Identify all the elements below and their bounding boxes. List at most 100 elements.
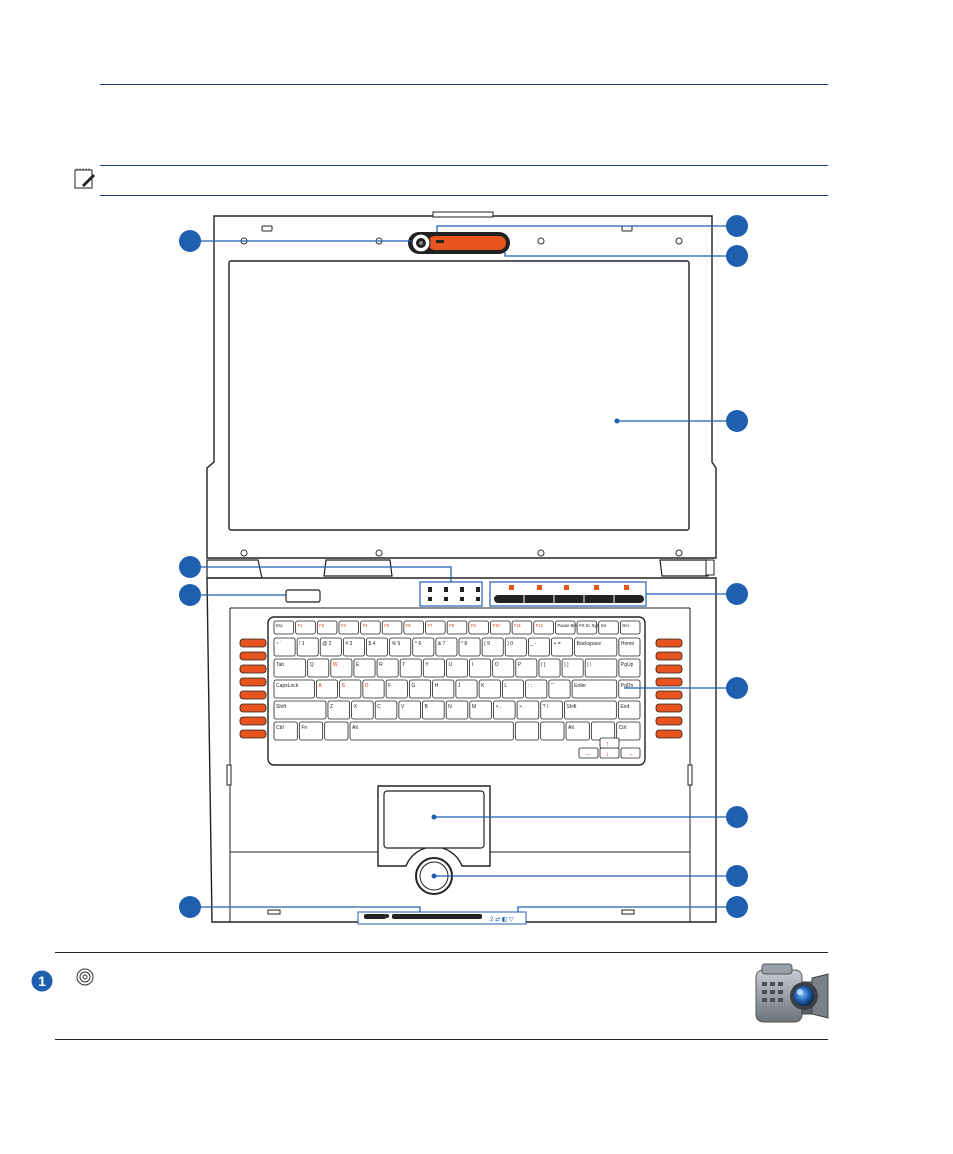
keyboard-key [511, 620, 533, 635]
instant-keys [489, 581, 647, 607]
keyboard-key [315, 679, 339, 699]
item-bottom-rule [55, 1039, 828, 1040]
keyboard-key-label: Del [622, 623, 628, 628]
keyboard-key [574, 637, 618, 657]
keyboard-key-label: Alt [352, 725, 358, 731]
keyboard-key-label: S [342, 683, 346, 689]
keyboard-key [408, 679, 432, 699]
keyboard-key [360, 620, 381, 635]
callout-marker [726, 896, 748, 918]
keyboard-key-label: CapsLock [276, 683, 299, 689]
keyboard-key-label: End [620, 704, 629, 710]
keyboard-key-label: F8 [449, 623, 455, 628]
keyboard-key-label: # 3 [345, 641, 352, 647]
keyboard-key [571, 679, 618, 699]
keyboard-key-label: Enter [574, 683, 586, 689]
callout-marker [726, 865, 748, 887]
keyboard-key-label: N [448, 704, 452, 710]
keyboard-key [330, 658, 353, 678]
keyboard-key [349, 721, 514, 741]
keyboard-key [389, 637, 412, 657]
keyboard-key-label: Fn [301, 725, 307, 731]
arrow-key-glyph: ↑ [606, 741, 610, 748]
keyboard-key [617, 700, 641, 720]
keyboard-key-label: E [356, 662, 360, 668]
keyboard-key [492, 658, 515, 678]
keyboard-key-label: % 5 [392, 641, 401, 647]
keyboard-key-label: F4 [363, 623, 369, 628]
callout-marker [179, 896, 201, 918]
keyboard-key [435, 637, 458, 657]
arrow-key [620, 747, 641, 759]
keyboard-key [324, 721, 349, 741]
keyboard-key-label: ) 0 [507, 641, 513, 647]
keyboard-key [446, 658, 468, 678]
keyboard-key-label: Ins [601, 623, 607, 628]
keyboard-key-label: & 7 [438, 641, 446, 647]
keyboard-key-label: + = [554, 641, 561, 647]
keyboard-key [295, 620, 316, 635]
keyboard-key [273, 620, 295, 635]
keyboard-key-label: Home [621, 641, 635, 647]
keyboard-key-label: Tab [276, 662, 284, 668]
item-number: 1 [38, 973, 46, 989]
keyboard-key-label: F10 [492, 623, 500, 628]
camera-module [408, 232, 510, 254]
lid-latch-left [261, 225, 273, 232]
keyboard-key-label: W [333, 662, 338, 668]
camcorder-icon [755, 963, 829, 1023]
callout-marker [726, 215, 748, 237]
keyboard-key [616, 721, 641, 741]
status-indicators [419, 581, 483, 607]
keyboard-key-label: Shift [566, 704, 577, 710]
keyboard-key [338, 620, 359, 635]
keyboard-key-label: V [401, 704, 405, 710]
keyboard-key [385, 679, 408, 699]
keyboard-key [374, 700, 398, 720]
keyboard-key-label: F12 [536, 623, 544, 628]
keyboard-key-label: Esc [276, 623, 283, 628]
keyboard-key-label: * 8 [461, 641, 467, 647]
keyboard-key-label: F1 [298, 623, 304, 628]
arrow-key [578, 747, 599, 759]
keyboard-key [540, 700, 563, 720]
keyboard-key [618, 679, 641, 699]
keyboard-key-label: Z [330, 704, 333, 710]
keyboard-key-label: Alt [568, 725, 574, 731]
keyboard-key [412, 637, 435, 657]
keyboard-key [619, 620, 641, 635]
keyboard-key-label: F7 [428, 623, 434, 628]
keyboard-key-label: B [425, 704, 429, 710]
keyboard-key-label: O [495, 662, 499, 668]
callout-marker [726, 410, 748, 432]
keyboard-key [561, 658, 584, 678]
arrow-key-glyph: → [627, 751, 634, 758]
keyboard-key-label: > . [519, 704, 525, 710]
keyboard-key [273, 658, 307, 678]
keyboard-key-label: T [402, 662, 405, 668]
keyboard-key-label: D [365, 683, 369, 689]
keyboard-key-label: M [472, 704, 476, 710]
keyboard-key [425, 620, 446, 635]
keyboard-key-label: C [377, 704, 381, 710]
power-button [285, 589, 321, 603]
keyboard-key-label: Ctrl [276, 725, 284, 731]
keyboard-key [351, 700, 374, 720]
keyboard-key [455, 679, 478, 699]
keyboard-key [273, 721, 298, 741]
keyboard-key [327, 700, 350, 720]
keyboard-key [445, 700, 469, 720]
keyboard-key-label: ~ ` [276, 641, 282, 647]
keyboard-key [422, 658, 445, 678]
speaker-grille-right [655, 638, 683, 739]
keyboard-key-label: A [318, 683, 322, 689]
keyboard-key-label: $ 4 [369, 641, 376, 647]
keyboard-key [432, 679, 455, 699]
camera-lens-icon [76, 968, 94, 986]
keyboard-key-label: _ - [529, 641, 536, 647]
keyboard-key [273, 637, 296, 657]
keyboard-key [366, 637, 389, 657]
keyboard-key [538, 658, 561, 678]
